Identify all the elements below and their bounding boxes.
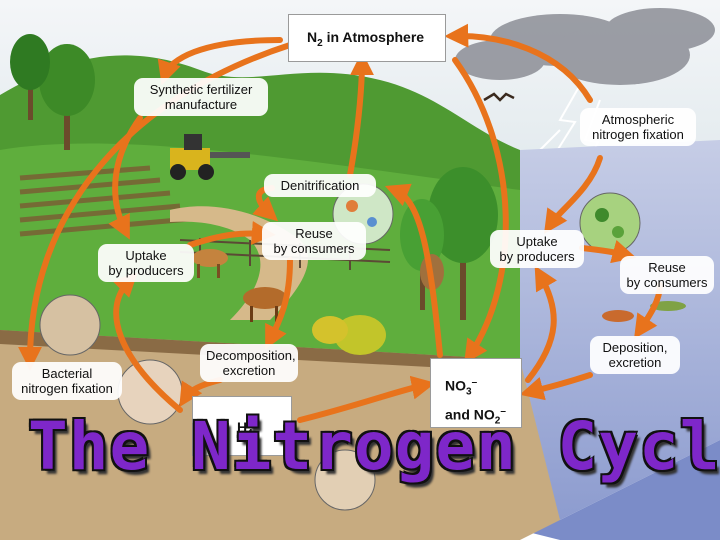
n2-atmosphere-box: N2 in Atmosphere [288,14,446,62]
ammonium-box: H4 [192,396,292,456]
no2-subscript: 2 [494,415,501,427]
storm-clouds [455,8,715,85]
arrow-reuse-to-decomposition [265,257,293,350]
arrow-denit-to-n2 [347,51,374,178]
sea-front-face [520,440,720,540]
cycle-arrows [18,23,663,423]
n2-label: in Atmosphere [322,29,425,45]
arrow-n2-to-bacterial [18,42,293,371]
n2-symbol: N [307,29,318,45]
nitrate-nitrite-box: NO3– and NO2– [430,358,522,428]
microbe-circles [39,183,641,511]
arrow-uptake-to-reuse-water [579,239,637,264]
arrow-atm-to-uptake-water [544,155,603,234]
arrow-deposition-to-no [519,372,593,401]
no3-charge: – [471,377,478,388]
no2-charge: – [500,406,506,418]
arrow-no-to-denit [384,183,443,358]
tractor [170,134,250,180]
nh-subscript: 4 [247,427,253,439]
bird [483,92,515,102]
label-deposition: Deposition,excretion [590,336,680,374]
livestock [192,249,287,322]
arrow-atm-to-n2 [444,23,593,103]
arrow-n2-to-synthetic [157,37,283,86]
arrow-n2-to-no [452,57,509,364]
no2-symbol: and NO [445,407,495,424]
arrow-nh-to-no [297,375,436,423]
slide-title: The Nitrogen Cycle [28,408,720,485]
arrow-nh-to-uptake [112,272,183,413]
trees [10,34,498,355]
label-denitrification: Denitrification [264,174,376,197]
n2-subscript: 2 [317,37,323,49]
nh-symbol: H [237,419,248,435]
fish [602,301,686,322]
arrow-uptake-to-reuse [187,220,276,248]
arrow-no-to-uptake-water [525,265,557,383]
label-decomposition: Decomposition,excretion [200,344,298,382]
no3-symbol: NO [445,377,466,394]
no3-subscript: 3 [466,386,472,398]
plowed-field [19,165,191,237]
